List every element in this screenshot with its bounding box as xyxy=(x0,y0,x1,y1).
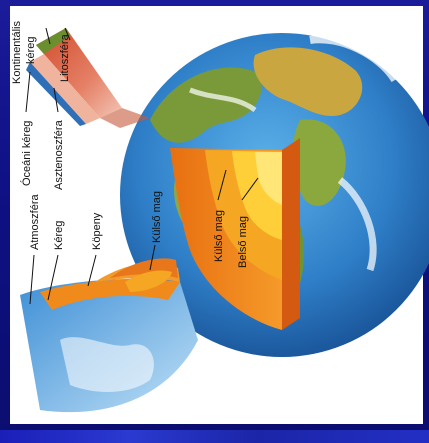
shell-cloud xyxy=(60,337,154,392)
label-litoszfera: Litoszféra xyxy=(59,33,71,82)
leader-litoszfera xyxy=(64,27,71,41)
labels: Kontinentális kéreg Litoszféra Óceáni ké… xyxy=(11,21,249,268)
label-kereg: Kéreg xyxy=(53,221,65,250)
label-belso-mag: Belső mag xyxy=(237,216,249,268)
label-kontinentalis-1: Kontinentális xyxy=(11,21,23,84)
leader-kereg xyxy=(47,254,59,301)
wedge-continental-crust xyxy=(36,28,70,54)
leader-oceani xyxy=(25,71,31,113)
label-kontinentalis-2: kéreg xyxy=(25,36,37,64)
shell-core-ring xyxy=(125,270,172,292)
cutaway-inner-core-highlight xyxy=(255,152,282,205)
leader-asztenoszfera xyxy=(53,87,59,113)
label-oceani-kereg: Óceáni kéreg xyxy=(20,121,33,186)
cloud-band-1 xyxy=(309,35,399,83)
wedge-tip xyxy=(100,108,150,128)
continent-europe xyxy=(150,67,262,143)
continent-africa-north xyxy=(253,47,363,117)
label-atmoszfera: Atmoszféra xyxy=(29,193,41,250)
wedge-oceanic-crust xyxy=(26,62,86,126)
cutaway-mantle-side xyxy=(282,138,300,330)
crust-wedge xyxy=(26,28,150,128)
globe-cutaway xyxy=(170,138,300,330)
label-kulso-mag-left: Külső mag xyxy=(151,191,163,243)
earth-shell-section xyxy=(20,258,198,413)
bottom-decor-strip xyxy=(0,430,429,443)
wedge-lithosphere xyxy=(36,28,122,118)
cloud-band-3 xyxy=(189,87,257,113)
leader-kulso-mag-left xyxy=(149,244,156,271)
wedge-asthenosphere xyxy=(30,54,100,124)
leader-belso-mag xyxy=(241,177,259,201)
continent-africa-south xyxy=(292,119,346,206)
leader-atmoszfera xyxy=(29,254,35,305)
leader-kontinentalis xyxy=(45,27,51,45)
label-kulso-mag-right: Külső mag xyxy=(213,210,225,262)
label-kopeny: Köpeny xyxy=(91,212,103,250)
cloud-band-2 xyxy=(337,177,377,272)
leader-kopeny xyxy=(87,254,97,287)
leader-lines xyxy=(25,27,259,305)
leader-kulso-mag-right xyxy=(217,169,227,201)
label-asztenoszfera: Asztenoszféra xyxy=(53,119,65,190)
